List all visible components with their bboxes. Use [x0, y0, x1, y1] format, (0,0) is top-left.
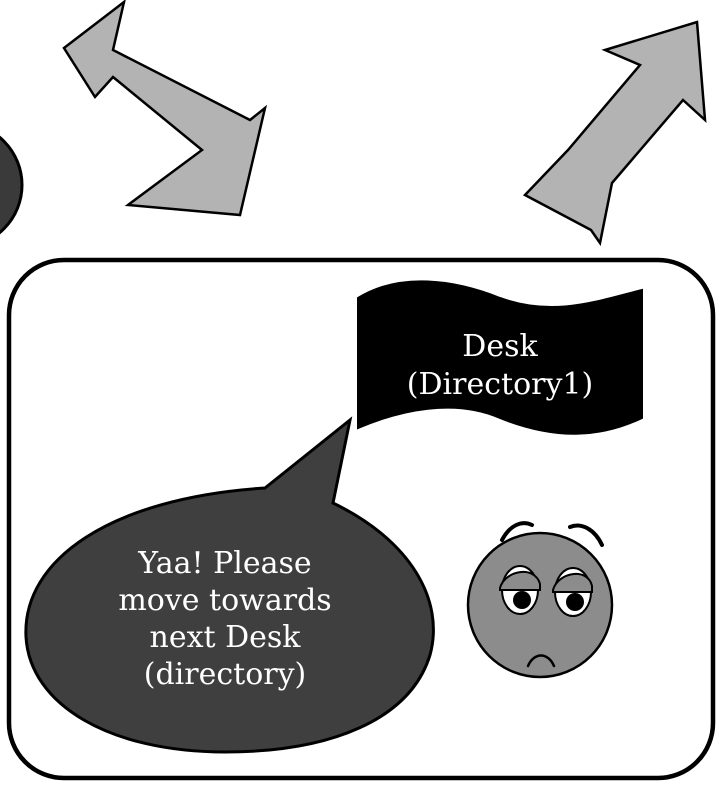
flag-label: Desk (Directory1)	[380, 328, 620, 404]
partial-circle	[0, 135, 24, 235]
speech-bubble-line2: move towards	[118, 583, 332, 618]
speech-bubble-line3: next Desk	[149, 620, 301, 655]
speech-bubble	[24, 416, 435, 754]
flag-label-line2: (Directory1)	[406, 367, 594, 402]
speech-bubble-line4: (directory)	[143, 657, 307, 692]
speech-bubble-text: Yaa! Please move towards next Desk (dire…	[95, 545, 355, 693]
desk-flag	[357, 280, 643, 435]
arrow-up-right-icon	[522, 20, 707, 247]
flag-label-line1: Desk	[462, 329, 538, 364]
arrow-down-right-icon	[62, 0, 268, 217]
sad-tired-face-icon	[466, 521, 614, 679]
speech-bubble-line1: Yaa! Please	[138, 546, 312, 581]
